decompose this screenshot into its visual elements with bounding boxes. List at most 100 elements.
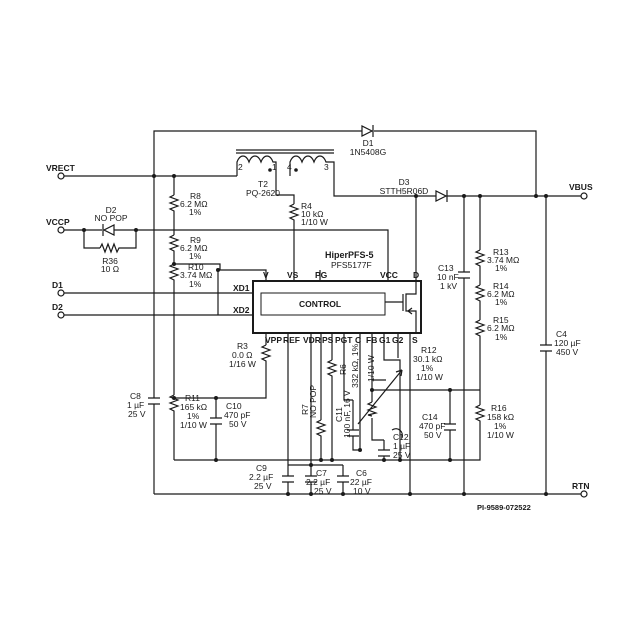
label-c13-voltage: 1 kV [440, 281, 457, 291]
label-r7-value: NO POP [308, 385, 318, 418]
label-r10-tol: 1% [189, 279, 202, 289]
label-r13-ref: R13 [493, 247, 509, 257]
pin-vdr: VDR [303, 335, 321, 345]
label-r6-value: 332 kΩ, 1% [350, 343, 360, 388]
resistor-r15 [474, 319, 486, 338]
label-c4-voltage: 450 V [556, 347, 579, 357]
pin-g1: G1 [379, 335, 391, 345]
pin-ps: PS [322, 335, 334, 345]
pin-c: C [355, 335, 361, 345]
label-c6-voltage: 10 V [353, 486, 371, 496]
label-r12-ref: R12 [421, 345, 437, 355]
label-r9-tol: 1% [189, 251, 202, 261]
resistor-r9 [168, 234, 180, 253]
net-rtn: RTN [572, 481, 589, 491]
label-c11-ref: C11 [334, 407, 344, 422]
net-vrect: VRECT [46, 163, 76, 173]
capacitor-c4 [540, 344, 552, 352]
label-r12-power: 1/10 W [416, 372, 443, 382]
label-r14-value: 6.2 MΩ [487, 289, 515, 299]
label-r12-tol: 1% [421, 363, 434, 373]
capacitor-c13 [458, 271, 470, 279]
label-r3-power: 1/16 W [229, 359, 256, 369]
label-r9-value: 6.2 MΩ [180, 243, 208, 253]
label-r3-ref: R3 [237, 341, 248, 351]
label-t2-value: PQ-2620 [246, 188, 280, 198]
label-r6-power: 1/10 W [366, 355, 376, 382]
label-c11-value: 100 nF, 16 V [342, 390, 352, 438]
pin-vcc: VCC [380, 270, 398, 280]
resistor-r14 [474, 284, 486, 303]
pin-g2: G2 [392, 335, 404, 345]
label-ic-control: CONTROL [299, 299, 341, 309]
label-t2-pin4: 4 [287, 162, 292, 172]
pin-vpp: VPP [265, 335, 282, 345]
resistor-r36 [99, 242, 120, 254]
pin-vs: VS [287, 270, 299, 280]
capacitor-c10 [210, 417, 222, 425]
terminals [57, 172, 588, 498]
label-d3-value: STTH5R06D [380, 186, 429, 196]
label-r36-ref: R36 [102, 256, 118, 266]
label-r3-value: 0.0 Ω [232, 350, 253, 360]
label-t2-pin1: 1 [272, 162, 277, 172]
label-ic-part: PFS5177F [331, 260, 372, 270]
label-r14-ref: R14 [493, 281, 509, 291]
labels: VRECT VCCP D1 D2 VBUS RTN D1 1N5408G 2 1… [46, 138, 593, 512]
pin-pg: PG [315, 270, 328, 280]
capacitor-c6 [337, 475, 349, 483]
pin-d: D [413, 270, 419, 280]
label-c10-value: 470 pF [224, 410, 250, 420]
label-r8-tol: 1% [189, 207, 202, 217]
resistor-r8 [168, 194, 180, 213]
label-r7-ref: R7 [300, 404, 310, 415]
net-d1: D1 [52, 280, 63, 290]
label-c12-voltage: 25 V [393, 450, 411, 460]
label-t2-pin3: 3 [324, 162, 329, 172]
ic-hiperpfs5 [252, 280, 422, 334]
transformer-t2 [236, 149, 335, 176]
label-c7-voltage: 25 V [314, 486, 332, 496]
pin-pgt: PGT [335, 335, 353, 345]
label-c8-voltage: 25 V [128, 409, 146, 419]
pin-v: V [263, 270, 269, 280]
label-c7-ref: C7 [316, 468, 327, 478]
label-r15-tol: 1% [495, 332, 508, 342]
label-c12-value: 1 µF [393, 441, 410, 451]
label-r10-value: 3.74 MΩ [180, 270, 212, 280]
label-c10-ref: C10 [226, 401, 242, 411]
label-c12-ref: C12 [393, 432, 409, 442]
label-r9-ref: R9 [190, 235, 201, 245]
pin-xd2: XD2 [233, 305, 250, 315]
label-r10-ref: R10 [188, 262, 204, 272]
label-t2-ref: T2 [258, 179, 268, 189]
label-r16-power: 1/10 W [487, 430, 514, 440]
label-d1-ref: D1 [363, 138, 374, 148]
label-c6-ref: C6 [356, 468, 367, 478]
label-c4-value: 120 µF [554, 338, 581, 348]
label-c10-voltage: 50 V [229, 419, 247, 429]
label-d1-value: 1N5408G [350, 147, 386, 157]
resistor-r12 [366, 401, 379, 417]
capacitor-c11 [347, 429, 359, 437]
capacitor-c9 [282, 475, 294, 483]
label-d2-value: NO POP [94, 213, 127, 223]
label-c13-ref: C13 [438, 263, 454, 273]
label-r11-ref: R11 [185, 393, 200, 403]
capacitors [148, 271, 552, 483]
resistors [99, 194, 486, 438]
label-r4-value: 10 kΩ [301, 209, 323, 219]
label-c9-ref: C9 [256, 463, 267, 473]
label-r36-value: 10 Ω [101, 264, 119, 274]
diode-d2 [102, 224, 115, 236]
diode-d1 [361, 125, 374, 137]
label-c8-ref: C8 [130, 391, 141, 401]
resistor-r10 [168, 263, 180, 282]
label-r15-value: 6.2 MΩ [487, 323, 515, 333]
label-ic-name: HiperPFS-5 [325, 250, 374, 260]
label-c14-value: 470 pF [419, 421, 445, 431]
label-r13-tol: 1% [495, 263, 508, 273]
label-c7-value: 2.2 µF [306, 477, 330, 487]
label-c4-ref: C4 [556, 329, 567, 339]
label-d2-ref: D2 [106, 205, 117, 215]
